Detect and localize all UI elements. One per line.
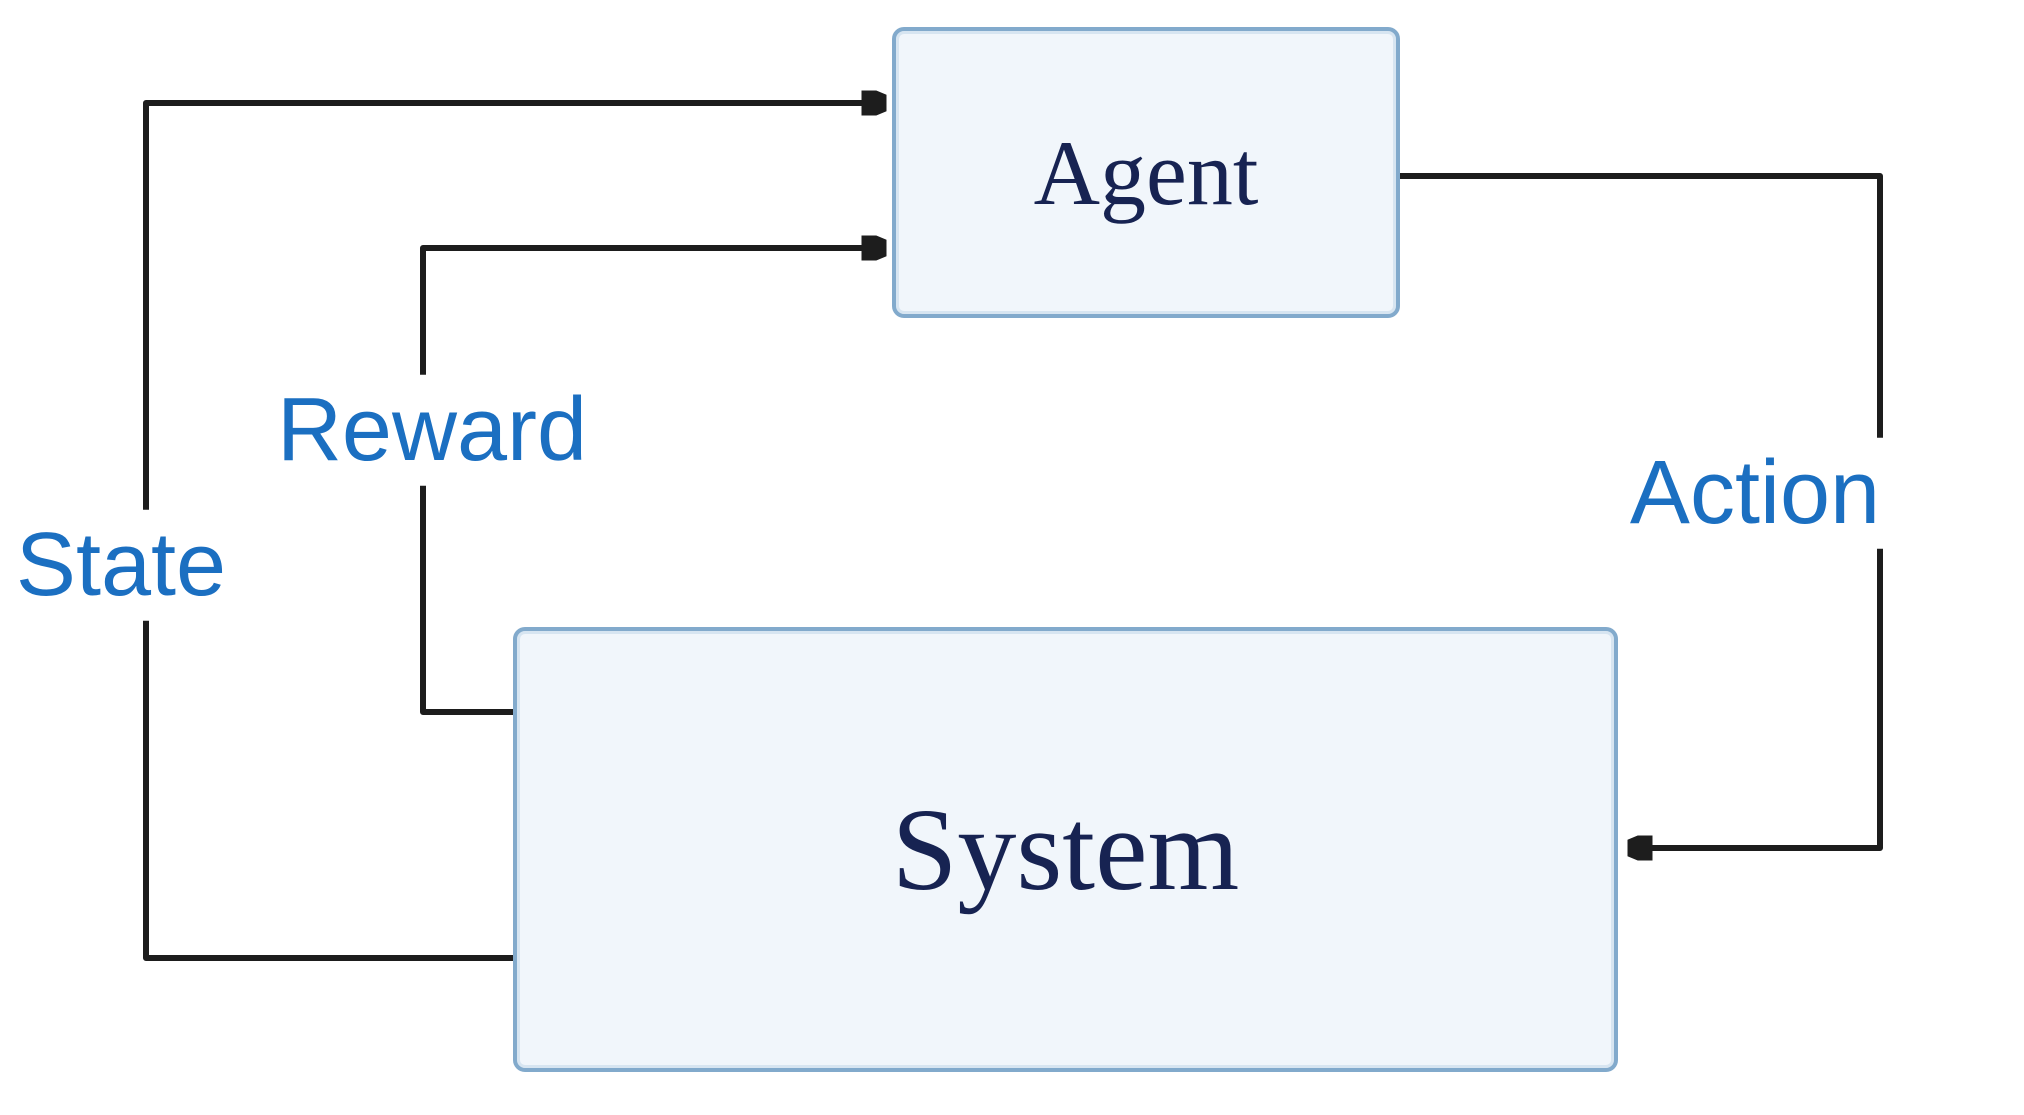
agent-node-label: Agent bbox=[1033, 121, 1259, 224]
state-edge-label: State bbox=[1, 509, 241, 621]
system-node-label: System bbox=[891, 783, 1240, 915]
reward-edge-label: Reward bbox=[262, 374, 602, 486]
system-node: System bbox=[513, 627, 1618, 1072]
action-edge-label: Action bbox=[1615, 437, 1895, 549]
agent-node: Agent bbox=[892, 27, 1400, 318]
